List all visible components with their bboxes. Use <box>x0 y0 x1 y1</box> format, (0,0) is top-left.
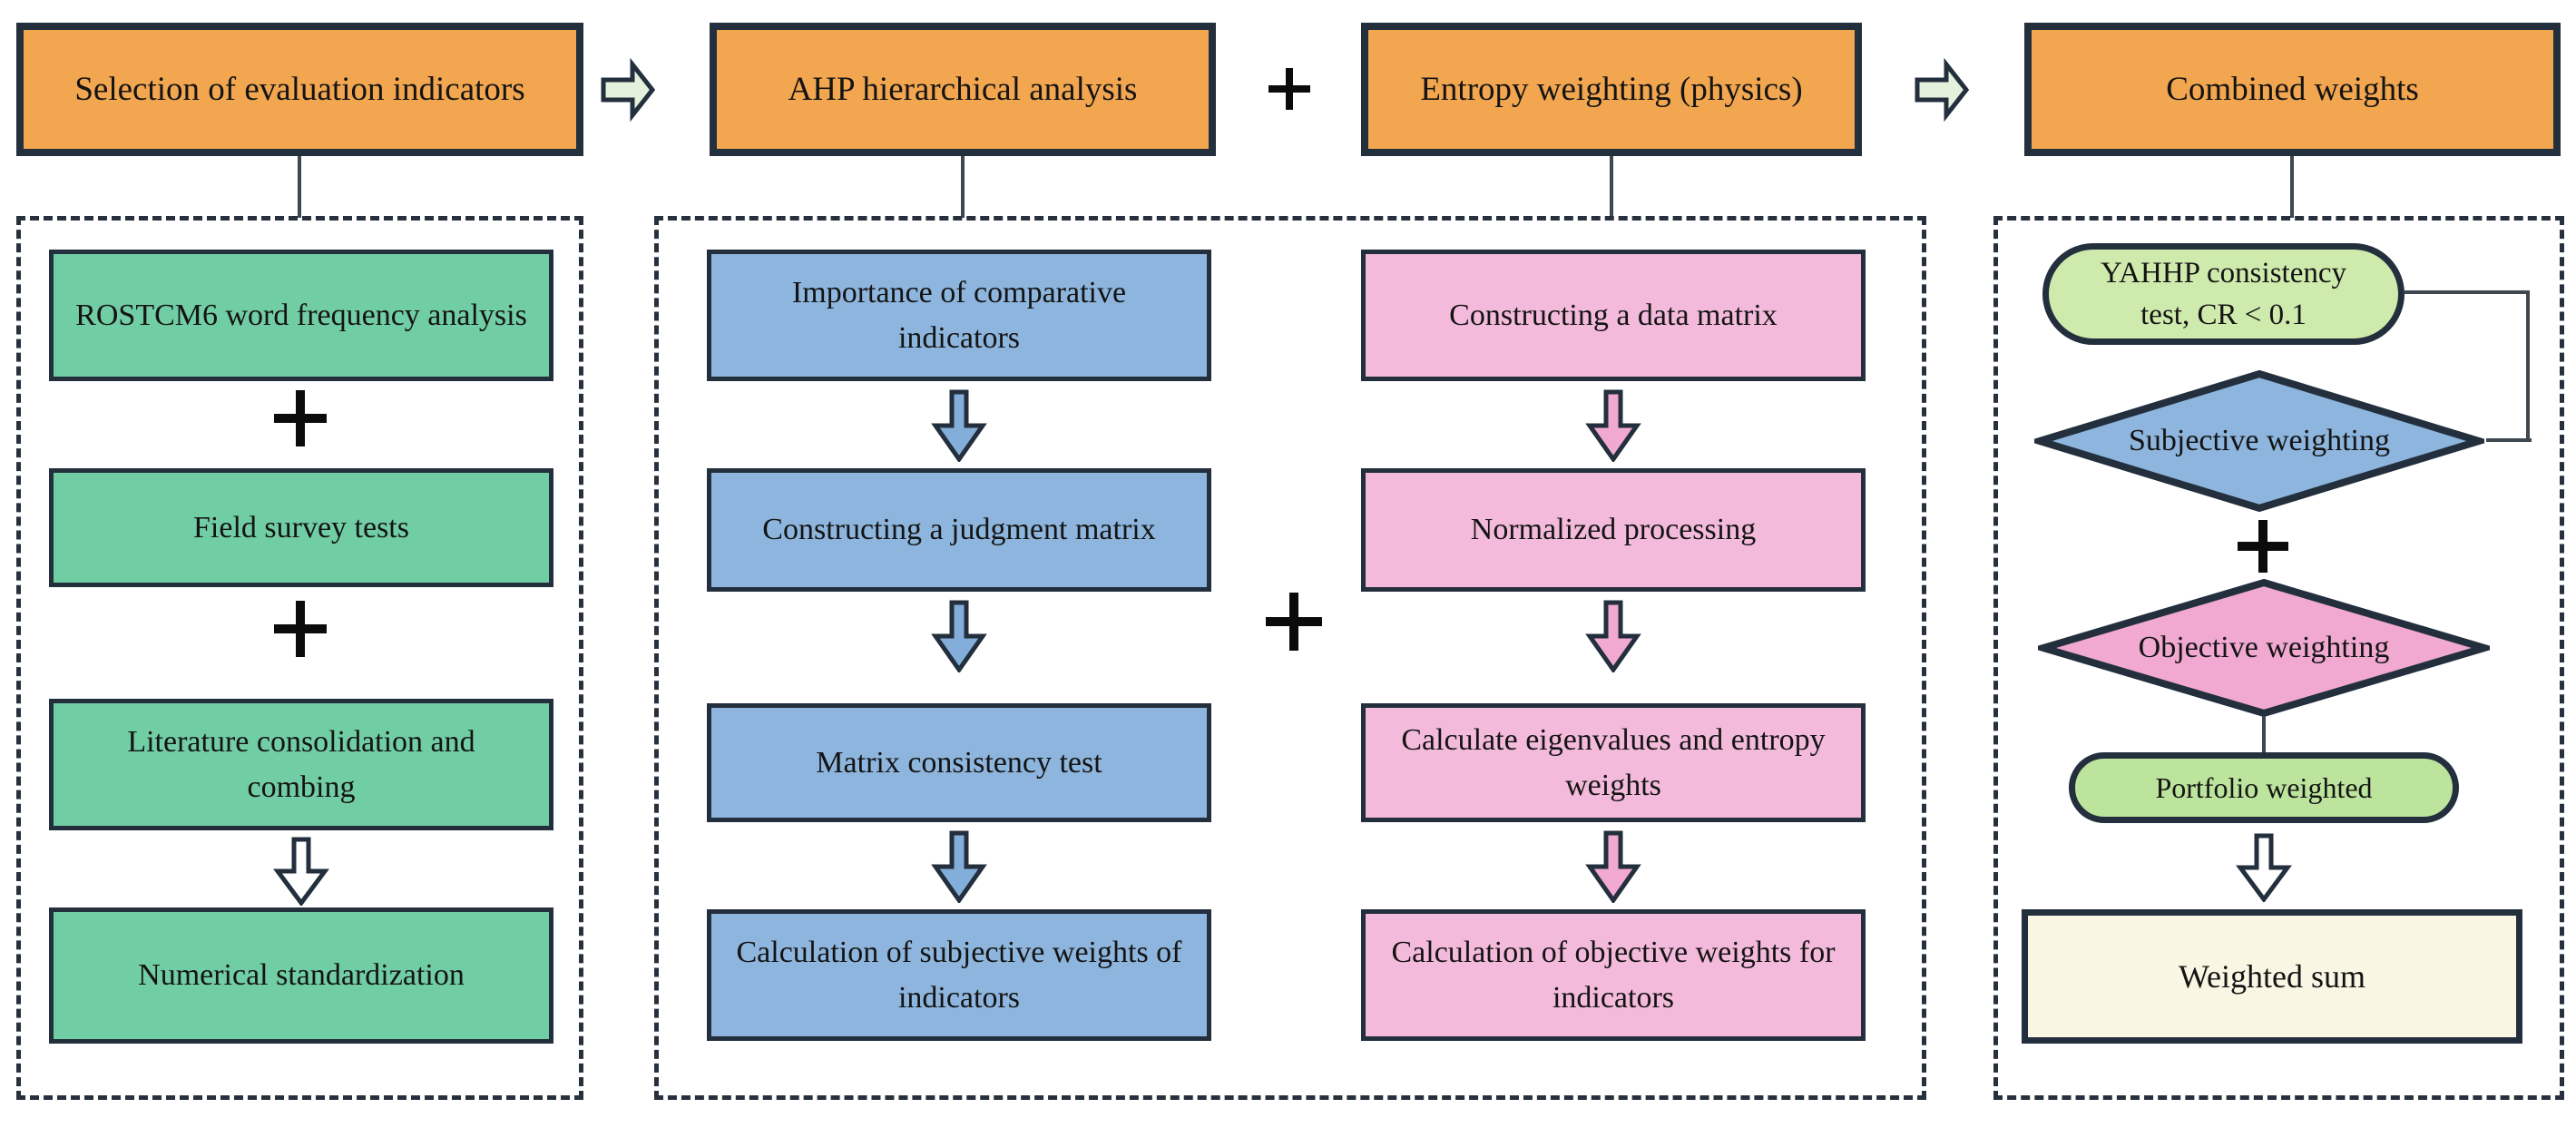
left-box-numerical: Numerical standardization <box>49 907 553 1044</box>
ahp-box-judgment-matrix: Constructing a judgment matrix <box>707 468 1211 592</box>
entropy-box-objective-weights: Calculation of objective weights for ind… <box>1361 909 1866 1041</box>
entropy-box-eigenvalues-label: Calculate eigenvalues and entropy weight… <box>1401 723 1826 802</box>
top-box-combined: Combined weights <box>2024 23 2561 156</box>
plus-icon <box>1266 593 1322 651</box>
plus-icon <box>274 601 327 657</box>
down-arrow-icon <box>1585 830 1641 903</box>
down-arrow-icon <box>2236 833 2292 902</box>
down-arrow-icon <box>1585 389 1641 462</box>
portfolio-weighted-node: Portfolio weighted <box>2069 752 2459 823</box>
top-box-combined-label: Combined weights <box>2166 70 2419 108</box>
ahp-box-consistency-test: Matrix consistency test <box>707 703 1211 822</box>
weighted-sum-box: Weighted sum <box>2022 909 2522 1044</box>
plus-icon <box>274 390 327 446</box>
connector-line <box>961 156 965 218</box>
top-box-entropy: Entropy weighting (physics) <box>1361 23 1862 156</box>
down-arrow-icon <box>273 837 329 906</box>
objective-weighting-diamond: Objective weighting <box>2038 578 2490 718</box>
weighted-sum-label: Weighted sum <box>2178 957 2366 995</box>
down-arrow-icon <box>1585 600 1641 672</box>
left-box-numerical-label: Numerical standardization <box>138 958 465 993</box>
down-arrow-icon <box>931 600 987 672</box>
left-box-field-survey: Field survey tests <box>49 468 553 587</box>
weighting-methods-panel <box>654 216 1926 1100</box>
entropy-box-data-matrix-label: Constructing a data matrix <box>1449 298 1778 332</box>
entropy-box-eigenvalues: Calculate eigenvalues and entropy weight… <box>1361 703 1866 822</box>
objective-weighting-label: Objective weighting <box>2138 631 2390 664</box>
left-box-field-survey-label: Field survey tests <box>193 510 409 544</box>
ahp-box-subjective-weights: Calculation of subjective weights of ind… <box>707 909 1211 1041</box>
yahhp-consistency-node: YAHHP consistency test, CR < 0.1 <box>2042 243 2405 345</box>
connector-line <box>1610 156 1613 218</box>
left-box-literature-label: Literature consolidation and combing <box>127 725 475 804</box>
left-box-rostcm6-label: ROSTCM6 word frequency analysis <box>75 298 527 332</box>
connector-line <box>2486 438 2532 442</box>
subjective-weighting-label: Subjective weighting <box>2128 424 2390 457</box>
down-arrow-icon <box>931 830 987 903</box>
ahp-box-judgment-matrix-label: Constructing a judgment matrix <box>762 513 1156 547</box>
ahp-box-subjective-weights-label: Calculation of subjective weights of ind… <box>736 936 1182 1015</box>
top-box-selection: Selection of evaluation indicators <box>16 23 583 156</box>
left-box-literature: Literature consolidation and combing <box>49 699 553 830</box>
top-box-ahp: AHP hierarchical analysis <box>710 23 1216 156</box>
entropy-box-normalized-label: Normalized processing <box>1470 513 1757 547</box>
connector-line <box>298 156 301 218</box>
connector-line <box>2262 716 2266 754</box>
ahp-box-importance-label: Importance of comparative indicators <box>791 276 1127 355</box>
top-box-entropy-label: Entropy weighting (physics) <box>1420 70 1803 108</box>
subjective-weighting-diamond: Subjective weighting <box>2034 369 2484 513</box>
entropy-box-objective-weights-label: Calculation of objective weights for ind… <box>1391 936 1836 1015</box>
top-box-selection-label: Selection of evaluation indicators <box>74 70 525 108</box>
down-arrow-icon <box>931 389 987 462</box>
right-arrow-icon <box>601 57 656 123</box>
plus-icon <box>1268 68 1310 110</box>
diamond-shape <box>2038 578 2490 718</box>
diamond-shape <box>2034 369 2484 513</box>
portfolio-weighted-label: Portfolio weighted <box>2155 770 2373 804</box>
plus-icon <box>2238 520 2288 573</box>
top-box-ahp-label: AHP hierarchical analysis <box>788 70 1138 108</box>
yahhp-consistency-label: YAHHP consistency test, CR < 0.1 <box>2100 256 2346 331</box>
right-arrow-icon <box>1915 57 1970 123</box>
ahp-box-consistency-test-label: Matrix consistency test <box>816 745 1102 780</box>
left-box-rostcm6: ROSTCM6 word frequency analysis <box>49 250 553 381</box>
combined-weights-panel <box>1993 216 2564 1100</box>
connector-line <box>2405 290 2530 440</box>
indicator-selection-panel <box>16 216 583 1100</box>
entropy-box-normalized: Normalized processing <box>1361 468 1866 592</box>
connector-line <box>2290 156 2294 218</box>
entropy-box-data-matrix: Constructing a data matrix <box>1361 250 1866 381</box>
ahp-box-importance: Importance of comparative indicators <box>707 250 1211 381</box>
